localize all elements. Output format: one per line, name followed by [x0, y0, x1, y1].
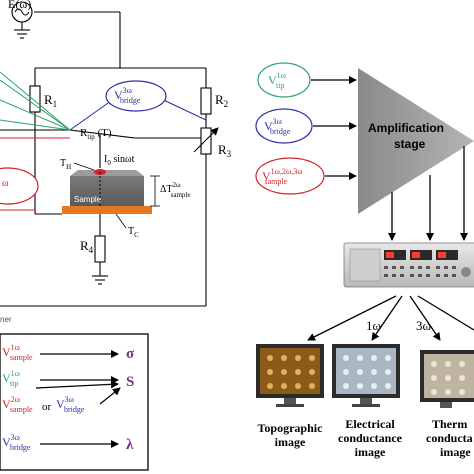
r3-label: R3	[218, 142, 232, 159]
rtip-label: Rtip (T)	[80, 127, 112, 141]
legend-s: S	[126, 374, 134, 390]
resistor-r3	[200, 127, 212, 155]
source-label: E(ω)	[8, 0, 31, 11]
sample-label: Sample	[74, 195, 102, 204]
lock-in-amplifier	[343, 242, 474, 288]
resistor-r4	[94, 235, 106, 263]
fanout-arrows	[307, 295, 474, 341]
amplifier-triangle	[358, 68, 474, 214]
ground-icon-top	[14, 29, 30, 39]
thermal-monitor	[420, 350, 474, 408]
vsample-input-ellipse	[255, 157, 325, 195]
legend-box	[0, 333, 149, 471]
sample-block	[70, 176, 144, 206]
r1-label: R1	[44, 92, 57, 109]
resistor-r2	[200, 87, 212, 115]
legend-lambda: λ	[126, 437, 134, 453]
legend-or: or	[42, 401, 52, 413]
substrate-plate	[62, 206, 152, 214]
thermal-label-line3: image	[440, 445, 471, 459]
ground-icon-bottom	[92, 275, 108, 285]
vbridge-ellipse	[105, 80, 167, 112]
resistor-r1	[29, 85, 41, 113]
harmonic-1w-label: 1ω	[366, 318, 382, 333]
variable-resistor-arrow	[193, 127, 219, 153]
legend-arrows	[35, 350, 121, 448]
input-arrows	[311, 76, 468, 241]
amplifier-label-line2: stage	[394, 137, 426, 151]
th-label: TH	[60, 158, 71, 171]
electrical-label-line1: Electrical	[345, 417, 395, 431]
sine-wave-icon	[14, 8, 30, 16]
electrical-label-line2: conductance	[338, 431, 403, 445]
current-label: I0 sinωt	[104, 154, 135, 167]
vbridge-input-ellipse	[255, 108, 313, 144]
harmonic-3w-label: 3ω	[416, 318, 432, 333]
bottom-cut-text: ner	[0, 315, 12, 324]
topographic-label-line2: image	[275, 435, 306, 449]
left-cut-sup: ω	[2, 178, 9, 189]
thermal-label-line2: conducta	[426, 431, 473, 445]
vsample-ellipse-cut	[0, 167, 39, 205]
tc-label: TC	[128, 226, 139, 239]
r2-label: R2	[215, 92, 228, 109]
legend-sigma: σ	[126, 346, 135, 362]
r4-label: R4	[80, 238, 94, 255]
amplifier-label-line1: Amplification	[368, 121, 444, 135]
electrical-label-line3: image	[355, 445, 386, 459]
circuit-wiring	[0, 11, 207, 307]
thermal-label-line1: Therm	[432, 417, 467, 431]
sample-top-face	[70, 170, 144, 176]
topographic-monitor	[256, 344, 324, 407]
electrical-monitor	[332, 344, 400, 407]
vtip-ellipse	[257, 62, 311, 98]
topographic-label-line1: Topographic	[258, 421, 324, 435]
